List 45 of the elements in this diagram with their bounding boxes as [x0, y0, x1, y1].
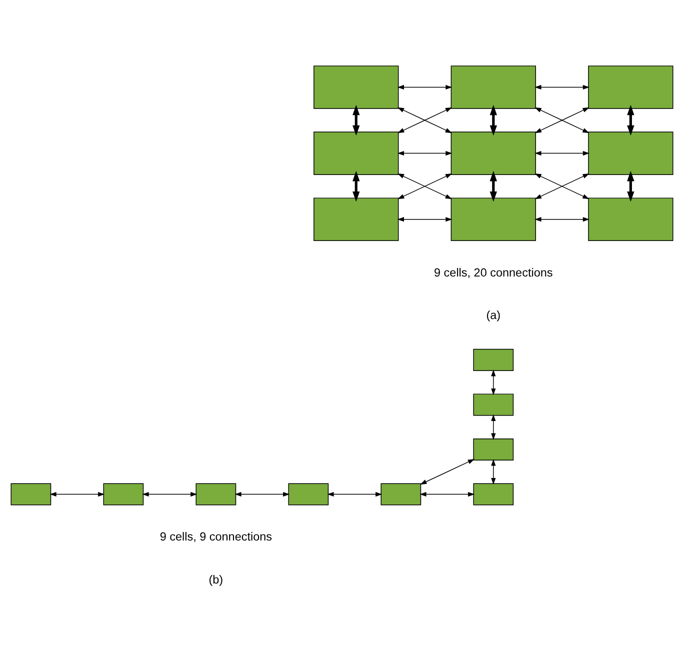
- node-box: [380, 482, 422, 505]
- arrow: [397, 84, 452, 90]
- node-box: [588, 131, 674, 174]
- label: (b): [208, 572, 224, 586]
- label: 9 cells, 9 connections: [160, 530, 272, 544]
- arrow: [420, 491, 475, 496]
- arrow: [352, 104, 360, 136]
- arrow: [490, 104, 498, 136]
- arrow: [234, 491, 290, 496]
- arrow: [397, 150, 452, 156]
- arrow: [534, 172, 590, 199]
- arrow: [491, 369, 496, 395]
- label: (a): [486, 308, 501, 322]
- node-box: [450, 131, 536, 174]
- node-box: [450, 197, 536, 241]
- arrow: [534, 84, 590, 90]
- arrow: [327, 491, 382, 496]
- arrow: [420, 458, 475, 484]
- node-box: [473, 438, 514, 460]
- arrow: [534, 216, 590, 222]
- node-box: [473, 348, 514, 370]
- arrow: [491, 414, 496, 440]
- arrow: [534, 106, 590, 133]
- node-box: [288, 482, 329, 505]
- arrow: [50, 491, 105, 496]
- node-box: [473, 482, 514, 505]
- node-box: [588, 197, 674, 241]
- node-box: [473, 393, 514, 416]
- arrow: [627, 104, 634, 136]
- node-box: [450, 65, 536, 108]
- node-box: [314, 65, 399, 108]
- arrow: [397, 216, 452, 222]
- node-box: [196, 482, 236, 505]
- node-box: [588, 65, 674, 108]
- arrow: [490, 170, 498, 202]
- node-box: [103, 482, 144, 505]
- arrow: [534, 150, 590, 156]
- arrow: [142, 491, 198, 496]
- arrow: [491, 458, 496, 484]
- node-box: [10, 482, 52, 505]
- arrow: [352, 170, 360, 202]
- arrow: [627, 170, 634, 202]
- node-box: [314, 197, 399, 241]
- label: 9 cells, 20 connections: [434, 266, 553, 279]
- node-box: [314, 131, 399, 174]
